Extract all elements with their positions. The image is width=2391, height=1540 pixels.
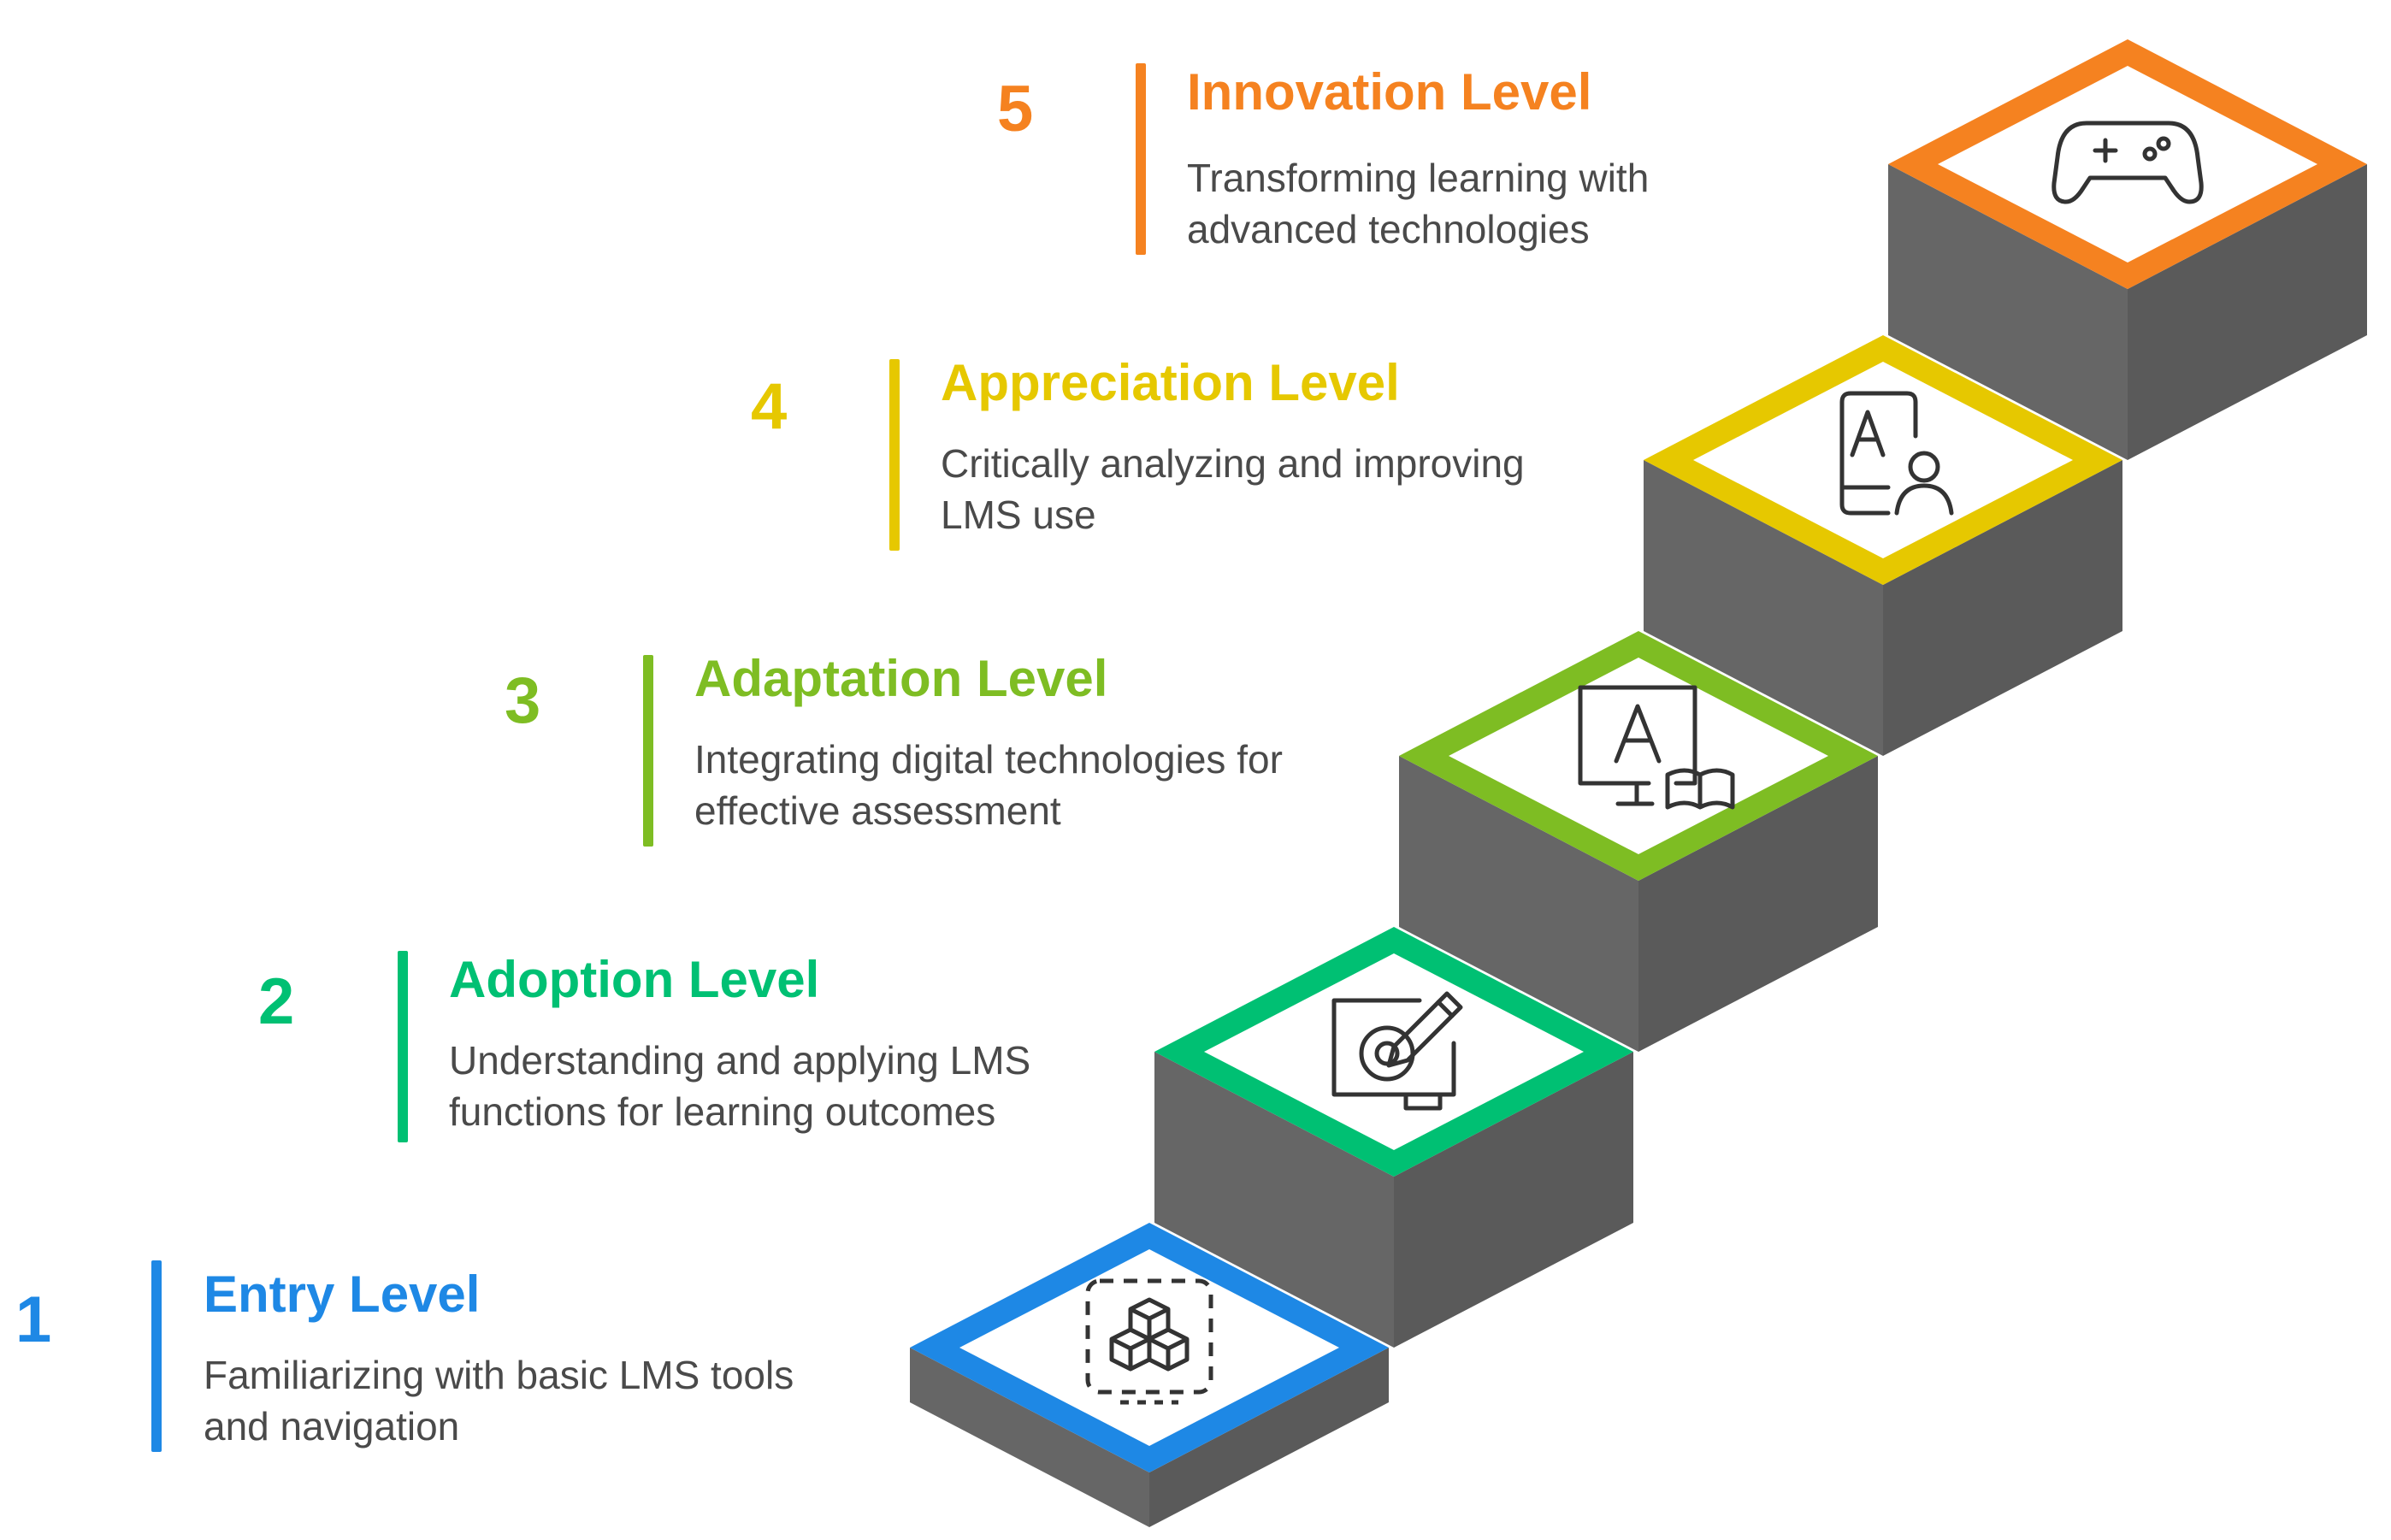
monitor-book-icon	[1578, 685, 1735, 810]
step-4-side-face	[1883, 460, 2122, 756]
book-user-icon	[1839, 391, 1954, 516]
step-2	[1154, 927, 1633, 1348]
step-1-front-face	[910, 1348, 1149, 1527]
level-5-divider	[1136, 63, 1146, 255]
step-4-inner	[1693, 362, 2073, 558]
level-4-description: Critically analyzing and improving LMS u…	[941, 441, 1525, 537]
step-5-front-face	[1888, 164, 2128, 460]
step-2-side-face	[1394, 1052, 1633, 1348]
level-4-title: Appreciation Level	[941, 354, 1400, 411]
gamepad-icon	[2052, 121, 2204, 204]
step-1-side-face	[1149, 1348, 1389, 1527]
step-1	[910, 1223, 1389, 1527]
level-4-divider	[889, 359, 900, 551]
level-2-divider	[398, 951, 408, 1142]
level-3-number: 3	[505, 664, 541, 737]
level-2-title: Adoption Level	[449, 951, 820, 1008]
level-2-number: 2	[258, 965, 295, 1038]
level-3-divider	[643, 655, 653, 847]
level-1-description: Familiarizing with basic LMS tools and n…	[204, 1353, 794, 1449]
level-5-number: 5	[997, 73, 1034, 145]
building-blocks-icon	[1085, 1278, 1213, 1405]
step-3-side-face	[1638, 756, 1878, 1052]
step-4-front-face	[1644, 460, 1883, 756]
level-1-divider	[151, 1260, 162, 1452]
step-2-front-face	[1154, 1052, 1394, 1348]
target-pencil-icon	[1331, 991, 1463, 1111]
level-3-description: Integrating digital technologies for eff…	[694, 737, 1283, 833]
step-5-inner	[1938, 66, 2317, 263]
step-3	[1399, 631, 1878, 1052]
level-1-number: 1	[15, 1283, 52, 1356]
level-2-description: Understanding and applying LMS functions…	[449, 1038, 1031, 1134]
step-3-front-face	[1399, 756, 1638, 1052]
step-5-side-face	[2128, 164, 2367, 460]
level-5-title: Innovation Level	[1187, 63, 1592, 121]
level-4-number: 4	[751, 370, 788, 443]
step-5	[1888, 39, 2367, 460]
level-3-title: Adaptation Level	[694, 650, 1108, 707]
step-4	[1644, 335, 2122, 756]
level-5-description: Transforming learning with advanced tech…	[1187, 156, 1650, 251]
level-1-title: Entry Level	[204, 1266, 481, 1323]
